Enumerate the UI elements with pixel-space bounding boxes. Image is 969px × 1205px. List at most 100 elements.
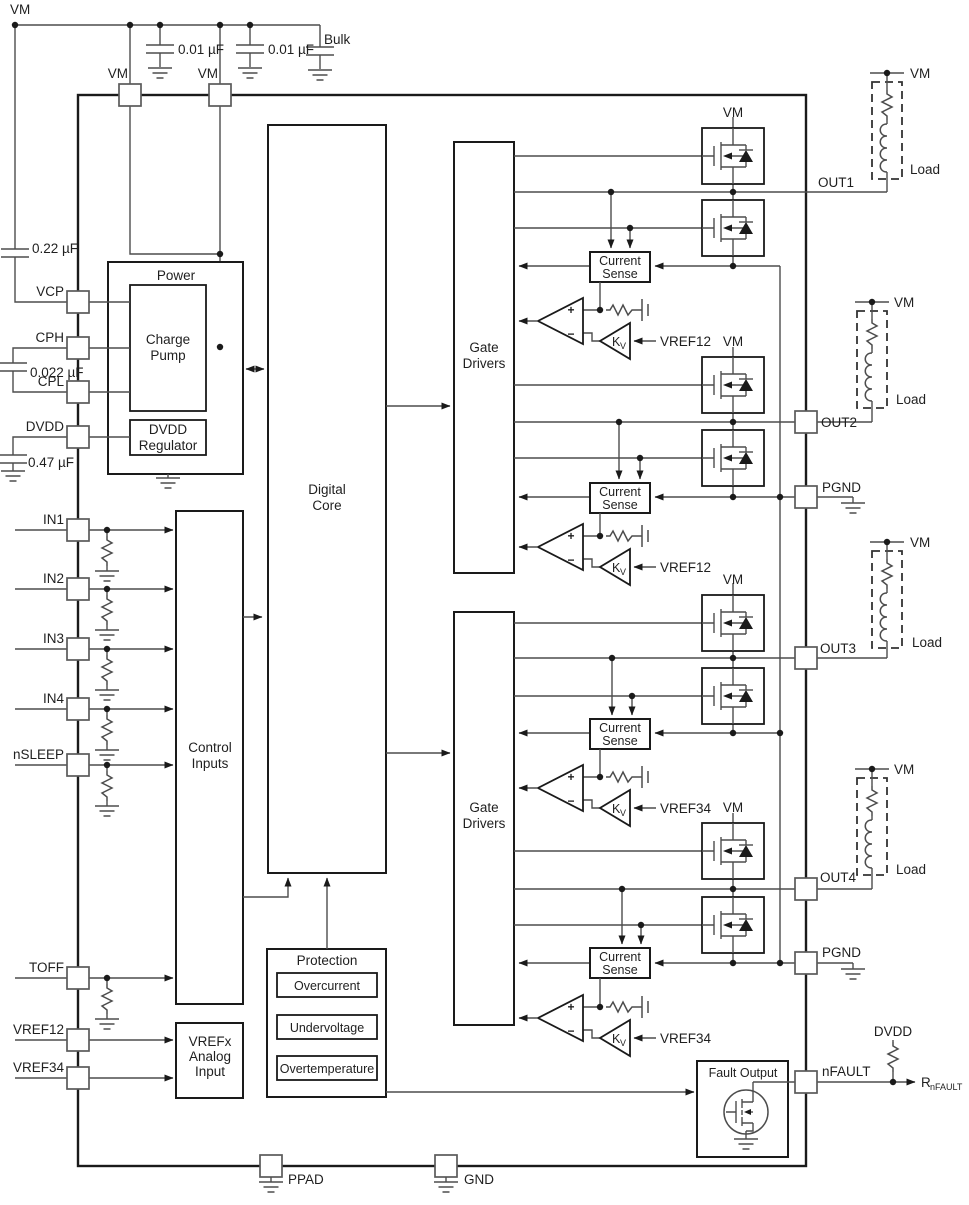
dvdd-reg-label: DVDD bbox=[149, 422, 188, 437]
protection-title: Protection bbox=[297, 953, 358, 968]
ground-icon bbox=[94, 805, 120, 817]
pin-label-cph: CPH bbox=[35, 330, 64, 345]
ground-icon bbox=[840, 502, 866, 514]
current-ref-icon bbox=[641, 524, 649, 548]
ground-icon bbox=[258, 1181, 284, 1193]
vm-label: VM bbox=[723, 334, 743, 349]
opamp-plus: + bbox=[567, 529, 574, 543]
pin-ppad bbox=[259, 1154, 283, 1178]
vref34-label: VREF34 bbox=[660, 801, 712, 816]
pins: VM VM VCP CPH CPL DVDD IN1 IN2 IN3 IN4 n… bbox=[13, 66, 871, 1193]
kv-sub-label: V bbox=[620, 808, 626, 818]
opamp-plus: + bbox=[567, 1000, 574, 1014]
pin-label-toff: TOFF bbox=[29, 960, 64, 975]
current-sense-block bbox=[589, 947, 651, 979]
resistor-icon bbox=[101, 983, 113, 1015]
pin-cpl bbox=[66, 380, 90, 404]
capacitor-icon bbox=[235, 44, 265, 54]
pin-out3 bbox=[794, 646, 818, 670]
current-sense-block bbox=[589, 718, 651, 750]
pin-label-in3: IN3 bbox=[43, 631, 64, 646]
load-2: VM Load bbox=[855, 295, 926, 422]
power-title: Power bbox=[157, 268, 196, 283]
pin-label-nfault: nFAULT bbox=[822, 1064, 871, 1079]
kv-label: K bbox=[612, 335, 621, 349]
kv-gain-icon bbox=[598, 547, 631, 587]
inductor-icon bbox=[879, 123, 888, 173]
cap-value: 0.22 µF bbox=[32, 241, 78, 256]
pin-nsleep bbox=[66, 753, 90, 777]
opamp-icon bbox=[536, 763, 584, 813]
bulk-label: Bulk bbox=[324, 32, 351, 47]
pin-dvdd bbox=[66, 425, 90, 449]
vrefx-label: Input bbox=[195, 1064, 225, 1079]
ground-icon bbox=[307, 69, 333, 81]
pin-label-nsleep: nSLEEP bbox=[13, 747, 64, 762]
vref12-label: VREF12 bbox=[660, 560, 711, 575]
kv-gain-icon bbox=[598, 321, 631, 361]
protection-section: Protection Overcurrent Undervoltage Over… bbox=[266, 877, 695, 1098]
pin-in4 bbox=[66, 697, 90, 721]
kv-gain-icon bbox=[598, 788, 631, 828]
pin-pgnd2 bbox=[794, 951, 818, 975]
gate-drivers-1: Gate Drivers bbox=[453, 141, 515, 574]
load-box bbox=[856, 310, 888, 409]
pin-toff bbox=[66, 966, 90, 990]
opamp-minus: − bbox=[567, 327, 574, 341]
digital-core-block bbox=[267, 124, 387, 874]
resistor-icon bbox=[605, 304, 637, 316]
kv-label: K bbox=[612, 1032, 621, 1046]
pin-pgnd1 bbox=[794, 485, 818, 509]
charge-pump-block bbox=[129, 284, 207, 412]
load-1: VM Load bbox=[870, 66, 940, 192]
ground-icon bbox=[840, 968, 866, 980]
capacitor-icon bbox=[0, 248, 30, 258]
opamp-icon bbox=[536, 296, 584, 346]
half-bridge-2: VM Current Sense + − K V VREF12 bbox=[514, 334, 872, 587]
pin-label-vref34: VREF34 bbox=[13, 1060, 65, 1075]
overcurrent-label: Overcurrent bbox=[294, 979, 361, 993]
control-inputs-label: Inputs bbox=[192, 756, 229, 771]
vrefx-block bbox=[175, 1022, 244, 1099]
gate-drivers-label: Gate bbox=[469, 800, 498, 815]
resistor-icon bbox=[605, 771, 637, 783]
undervoltage-block bbox=[276, 1014, 378, 1040]
current-sense-label: Current bbox=[599, 485, 641, 499]
pin-in2 bbox=[66, 577, 90, 601]
vrefx-section: VREFx Analog Input bbox=[89, 1022, 244, 1099]
kv-gain-icon bbox=[598, 1018, 631, 1058]
dvdd-rail-label: DVDD bbox=[874, 1024, 913, 1039]
resistor-icon bbox=[101, 535, 113, 567]
pin-label-vm: VM bbox=[108, 66, 128, 81]
cap-value: 0.01 µF bbox=[178, 42, 224, 57]
vm-label: VM bbox=[723, 105, 743, 120]
rnfault-sub-label: nFAULT bbox=[930, 1082, 963, 1092]
gate-drivers-block bbox=[453, 141, 515, 574]
power-section: Power Charge Pump DVDD Regulator 0.022 µ… bbox=[0, 106, 265, 489]
gate-drivers-block bbox=[453, 611, 515, 1026]
kv-sub-label: V bbox=[620, 1038, 626, 1048]
mosfet-icon bbox=[701, 896, 765, 954]
ground-icon bbox=[94, 570, 120, 582]
pin-in1 bbox=[66, 518, 90, 542]
ground-icon bbox=[147, 67, 173, 79]
vrefx-label: Analog bbox=[189, 1049, 231, 1064]
charge-pump-label: Charge bbox=[146, 332, 190, 347]
charge-pump-label: Pump bbox=[150, 348, 185, 363]
capacitor-icon bbox=[0, 362, 28, 372]
gate-drivers-label: Drivers bbox=[463, 356, 506, 371]
load-label: Load bbox=[910, 162, 940, 177]
dvdd-regulator-block bbox=[129, 419, 207, 456]
digital-core: Digital Core bbox=[267, 124, 451, 874]
kv-sub-label: V bbox=[620, 567, 626, 577]
control-inputs-label: Control bbox=[188, 740, 232, 755]
resistor-icon bbox=[605, 530, 637, 542]
vrefx-label: VREFx bbox=[189, 1034, 232, 1049]
opamp-icon bbox=[536, 522, 584, 572]
resistor-icon bbox=[101, 770, 113, 802]
vm-label: VM bbox=[910, 66, 930, 81]
ground-icon bbox=[94, 1018, 120, 1030]
current-sense-label: Sense bbox=[602, 498, 637, 512]
load-3: VM Load bbox=[870, 535, 942, 658]
